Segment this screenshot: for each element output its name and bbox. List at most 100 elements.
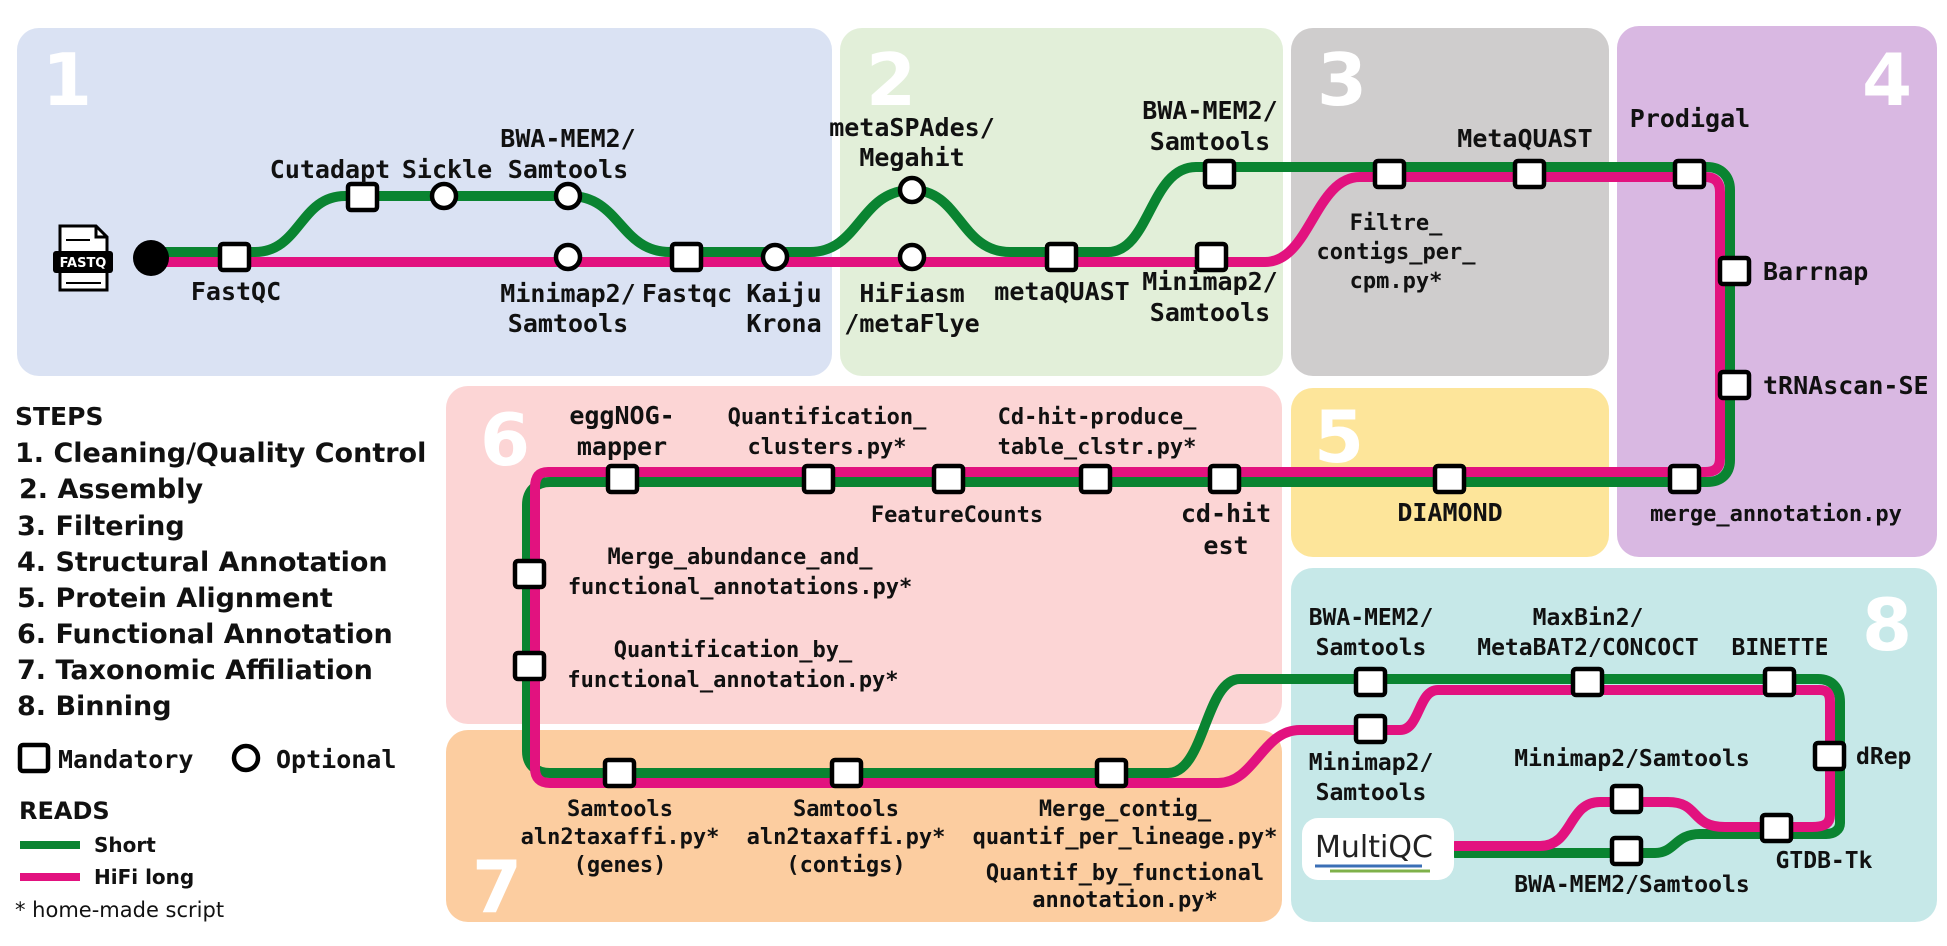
step-6: 6. Functional Annotation [17, 619, 393, 650]
stop-kaiju [760, 242, 790, 272]
section-number-6: 6 [480, 398, 530, 482]
section-2-background [840, 28, 1283, 376]
stop-diamond [1432, 463, 1467, 495]
label-cd-hit-est-a: cd-hit [1181, 499, 1271, 528]
label-samtools-contigs-c: (contigs) [786, 853, 905, 878]
label-bwa-mem2-2b: Samtools [1150, 127, 1270, 156]
label-filtre-b: contigs_per_ [1317, 240, 1477, 265]
label-bwa-mem2-3a: BWA-MEM2/ [1309, 605, 1434, 631]
stop-bwa-mem2-1 [553, 181, 583, 211]
stop-hifiasm [897, 242, 927, 272]
stop-prodigal [1672, 158, 1707, 190]
stop-filtre-contigs [1372, 158, 1407, 190]
start-node [133, 240, 169, 276]
fastq-file-icon: FASTQ [53, 224, 113, 292]
section-1-background [17, 28, 832, 376]
label-filtre-c: cpm.py* [1350, 269, 1443, 294]
label-cd-hit-est-b: est [1203, 531, 1248, 560]
label-maxbin-b: MetaBAT2/CONCOCT [1477, 635, 1699, 661]
section-number-5: 5 [1314, 395, 1364, 479]
stop-cutadapt [345, 181, 380, 213]
stop-binette [1762, 666, 1797, 698]
stop-maxbin2 [1570, 666, 1605, 698]
short-reads-line [145, 162, 1845, 858]
label-cd-hit-produce-a: Cd-hit-produce_ [998, 405, 1197, 430]
step-5: 5. Protein Alignment [17, 583, 333, 614]
multiqc-logo: MultiQC [1302, 818, 1454, 880]
label-bwa-mem2-3b: Samtools [1316, 635, 1427, 661]
stop-bwa-mem2-4 [1609, 835, 1644, 867]
stop-featurecounts [931, 463, 966, 495]
stop-quantification-by-functional [512, 650, 547, 682]
fastq-icon-label: FASTQ [60, 256, 107, 271]
stop-eggnog-mapper [605, 463, 640, 495]
label-hifiasm-b: /metaFlye [844, 309, 979, 338]
label-metaspades-b: Megahit [859, 143, 964, 172]
label-quant-by-func-b: functional_annotation.py* [567, 668, 898, 693]
label-quant-by-func-a: Quantification_by_ [614, 638, 853, 663]
stop-merge-contig [1094, 757, 1129, 789]
optional-stops [429, 175, 927, 272]
stop-minimap2-4 [1609, 783, 1644, 815]
label-eggnog-b: mapper [577, 432, 667, 461]
section-3-background [1291, 28, 1609, 376]
stop-bwa-mem2-2 [1202, 158, 1237, 190]
label-metaquast-1: metaQUAST [994, 277, 1129, 306]
stop-quantification-clusters [801, 463, 836, 495]
label-samtools-contigs-a: Samtools [793, 797, 899, 822]
label-fastqc: FastQC [191, 277, 281, 306]
stop-barrnap [1717, 255, 1752, 287]
label-featurecounts: FeatureCounts [871, 503, 1043, 528]
label-barrnap: Barrnap [1763, 257, 1868, 286]
label-minimap2-1a: Minimap2/ [500, 279, 635, 308]
step-8: 8. Binning [17, 691, 172, 722]
step-7: 7. Taxonomic Affiliation [17, 655, 373, 686]
stop-metaquast-1 [1044, 241, 1079, 273]
label-merge-contig-b: quantif_per_lineage.py* [973, 825, 1278, 850]
step-3: 3. Filtering [17, 511, 185, 542]
step-2: 2. Assembly [19, 474, 204, 505]
section-number-8: 8 [1862, 583, 1912, 667]
legend-mandatory-square [17, 742, 51, 774]
multiqc-logo-text: MultiQC [1315, 830, 1433, 865]
legend-optional-label: Optional [276, 745, 396, 774]
home-made-script-note: * home-made script [15, 898, 224, 922]
label-kaiju-b: Krona [746, 309, 821, 338]
label-bwa-mem2-1a: BWA-MEM2/ [500, 124, 635, 153]
label-metaquast-2: MetaQUAST [1457, 124, 1592, 153]
label-prodigal: Prodigal [1630, 104, 1750, 133]
step-4: 4. Structural Annotation [17, 547, 388, 578]
legend-optional-circle [231, 743, 261, 773]
label-quantif-functional-a: Quantif_by_functional [986, 861, 1264, 886]
label-samtools-genes-b: aln2taxaffi.py* [521, 825, 720, 850]
label-drep: dRep [1856, 744, 1911, 770]
stop-drep [1812, 740, 1847, 772]
stop-minimap2-1 [553, 242, 583, 272]
label-minimap2-1b: Samtools [508, 309, 628, 338]
label-quantification-clusters-b: clusters.py* [748, 435, 907, 460]
stop-minimap2-2 [1194, 241, 1229, 273]
section-number-1: 1 [42, 38, 92, 122]
stop-merge-abundance [512, 558, 547, 590]
legend-hifi-label: HiFi long [94, 865, 194, 889]
legend-mandatory-label: Mandatory [58, 745, 193, 774]
label-bwa-mem2-4: BWA-MEM2/Samtools [1514, 872, 1749, 898]
label-samtools-genes-c: (genes) [574, 853, 667, 878]
step-1: 1. Cleaning/Quality Control [15, 438, 426, 469]
label-minimap2-2a: Minimap2/ [1142, 267, 1277, 296]
label-merge-annotation: merge_annotation.py [1650, 502, 1902, 527]
stop-cd-hit-est [1207, 463, 1242, 495]
label-bwa-mem2-1b: Samtools [508, 155, 628, 184]
stop-minimap2-3 [1353, 713, 1388, 745]
label-gtdb-tk: GTDB-Tk [1776, 848, 1873, 874]
section-number-3: 3 [1317, 38, 1367, 122]
label-minimap2-4: Minimap2/Samtools [1514, 746, 1749, 772]
label-minimap2-3a: Minimap2/ [1309, 750, 1434, 776]
label-merge-contig-a: Merge_contig_ [1039, 797, 1212, 822]
label-sickle: Sickle [402, 155, 492, 184]
mandatory-stops [217, 158, 1847, 867]
stop-sickle [429, 181, 459, 211]
label-merge-abundance-a: Merge_abundance_and_ [608, 545, 874, 570]
label-minimap2-2b: Samtools [1150, 298, 1270, 327]
